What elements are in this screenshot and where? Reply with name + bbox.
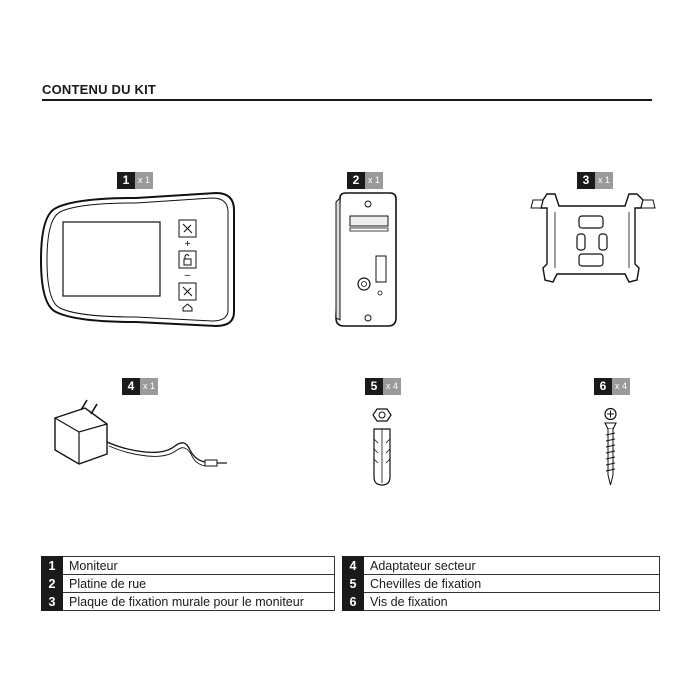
legend-label: Plaque de fixation murale pour le monite… <box>62 592 335 611</box>
item-quantity: x 4 <box>612 378 630 395</box>
legend-row: 1 Moniteur <box>41 556 335 575</box>
item-badge-1: 1 x 1 <box>117 172 153 189</box>
wall-bracket-illustration <box>530 193 656 283</box>
legend-number: 2 <box>41 574 63 593</box>
legend-number: 4 <box>342 556 364 575</box>
legend-row: 3 Plaque de fixation murale pour le moni… <box>41 592 335 611</box>
item-quantity: x 4 <box>383 378 401 395</box>
item-number: 2 <box>347 172 365 189</box>
plus-symbol: + <box>185 239 191 250</box>
legend-number: 5 <box>342 574 364 593</box>
item-badge-3: 3 x 1 <box>577 172 613 189</box>
title-rule <box>42 99 652 101</box>
item-badge-2: 2 x 1 <box>347 172 383 189</box>
legend-label: Chevilles de fixation <box>363 574 660 593</box>
legend-row: 2 Platine de rue <box>41 574 335 593</box>
item-badge-6: 6 x 4 <box>594 378 630 395</box>
legend-table-right: 4 Adaptateur secteur 5 Chevilles de fixa… <box>342 556 660 611</box>
minus-symbol: – <box>185 270 191 281</box>
legend-number: 3 <box>41 592 63 611</box>
item-quantity: x 1 <box>365 172 383 189</box>
item-number: 5 <box>365 378 383 395</box>
legend-row: 5 Chevilles de fixation <box>342 574 660 593</box>
item-number: 1 <box>117 172 135 189</box>
legend-number: 1 <box>41 556 63 575</box>
legend-table-left: 1 Moniteur 2 Platine de rue 3 Plaque de … <box>41 556 335 611</box>
monitor-illustration: + – <box>39 191 235 328</box>
legend-number: 6 <box>342 592 364 611</box>
item-badge-4: 4 x 1 <box>122 378 158 395</box>
item-number: 3 <box>577 172 595 189</box>
door-station-illustration <box>335 192 397 327</box>
item-quantity: x 1 <box>140 378 158 395</box>
item-quantity: x 1 <box>595 172 613 189</box>
power-adapter-illustration <box>54 399 227 467</box>
legend-label: Platine de rue <box>62 574 335 593</box>
legend-label: Vis de fixation <box>363 592 660 611</box>
item-number: 6 <box>594 378 612 395</box>
item-badge-5: 5 x 4 <box>365 378 401 395</box>
legend-row: 4 Adaptateur secteur <box>342 556 660 575</box>
wall-plug-illustration <box>372 408 392 486</box>
legend-row: 6 Vis de fixation <box>342 592 660 611</box>
page-title: CONTENU DU KIT <box>42 82 157 97</box>
item-quantity: x 1 <box>135 172 153 189</box>
legend-label: Adaptateur secteur <box>363 556 660 575</box>
legend-label: Moniteur <box>62 556 335 575</box>
item-number: 4 <box>122 378 140 395</box>
screw-illustration <box>604 407 617 486</box>
